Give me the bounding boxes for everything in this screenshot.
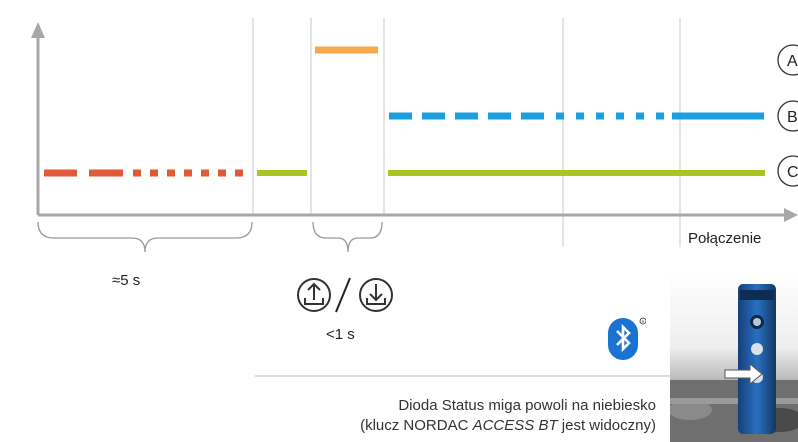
product-name: ACCESS BT — [472, 417, 558, 434]
bluetooth-icon: R — [608, 317, 646, 360]
brace-long — [37, 221, 253, 253]
state-marker-c: C — [777, 155, 798, 187]
grid-lines — [252, 18, 681, 247]
duration-short-label: <1 s — [326, 326, 355, 343]
axes — [31, 22, 798, 222]
svg-text:B: B — [787, 109, 798, 126]
status-description-line-1: Dioda Status miga powoli na niebiesko — [398, 397, 656, 414]
upload-icon — [297, 278, 331, 312]
description-prefix: (klucz NORDAC — [360, 417, 473, 434]
device-photo — [670, 270, 798, 442]
duration-long-label: ≈5 s — [112, 272, 141, 289]
state-marker-a: A — [777, 44, 798, 76]
registered-mark-icon: R — [639, 317, 646, 325]
icon-divider-slash — [335, 277, 351, 313]
status-description: Dioda Status miga powoli na niebiesko (k… — [360, 396, 656, 436]
state-marker-b: B — [777, 100, 798, 132]
svg-text:R: R — [642, 319, 645, 324]
status-description-line-2: (klucz NORDAC ACCESS BT jest widoczny) — [360, 416, 656, 436]
svg-text:C: C — [787, 164, 798, 181]
brace-short — [312, 221, 383, 253]
description-suffix: jest widoczny) — [557, 417, 656, 434]
svg-text:A: A — [787, 53, 798, 70]
connection-label: Połączenie — [688, 230, 762, 247]
download-icon — [359, 278, 393, 312]
